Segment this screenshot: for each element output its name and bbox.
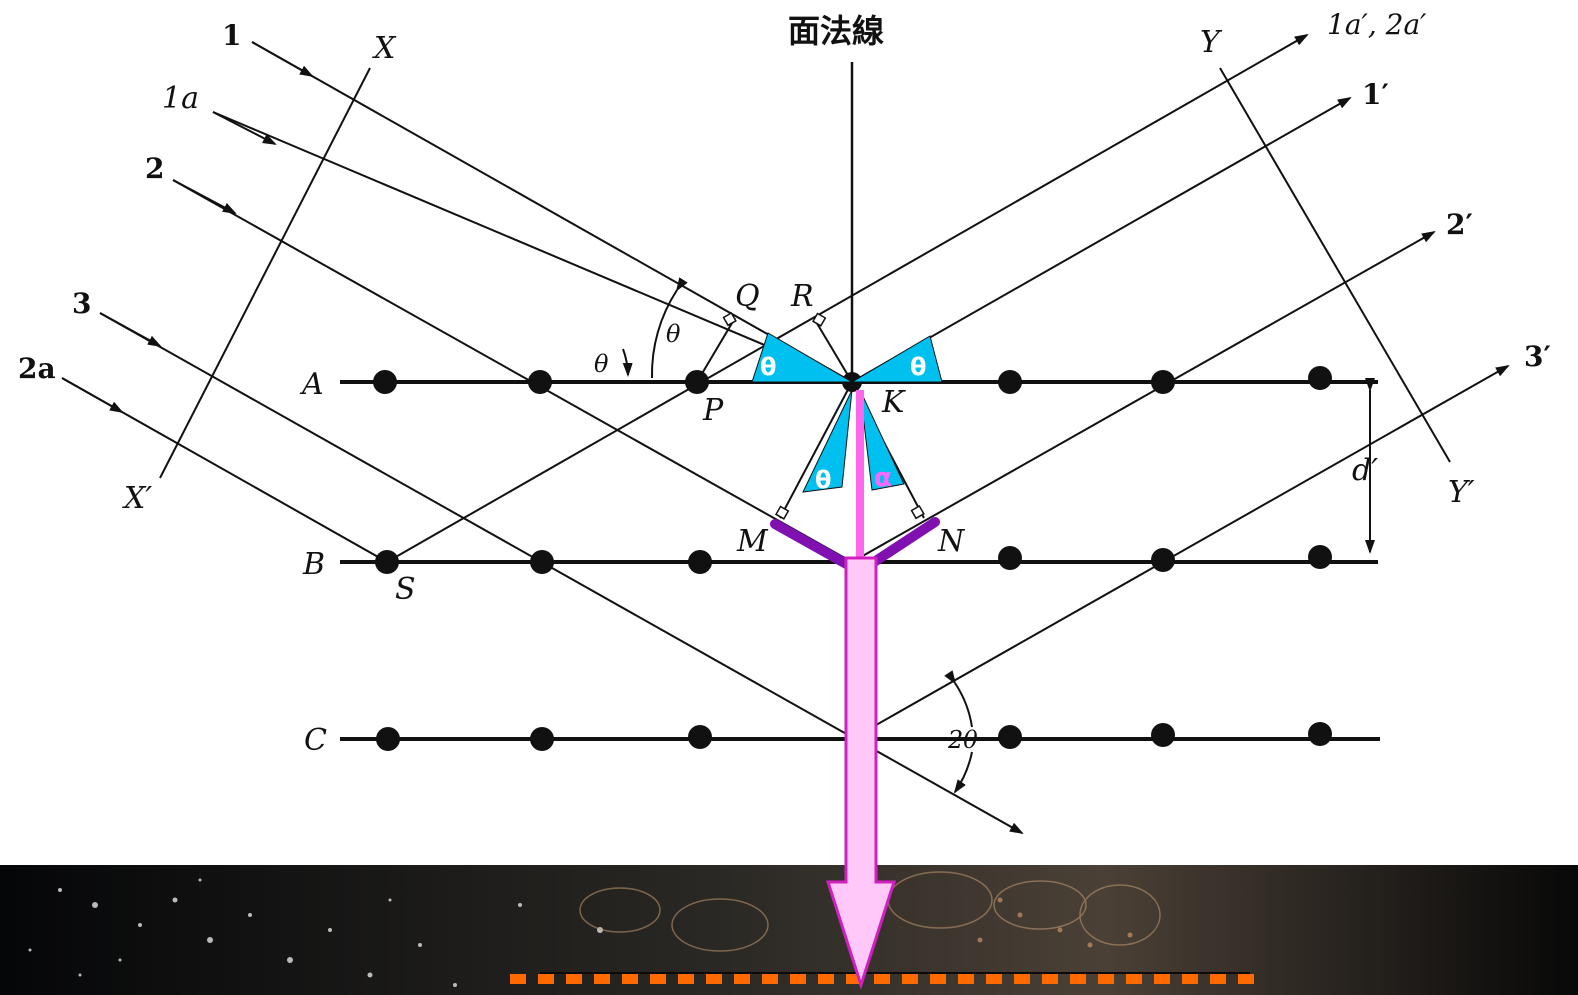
wedge-label-theta-right: θ: [910, 353, 927, 381]
wavefront-label-x: X: [372, 31, 397, 66]
wavefront-x: [159, 67, 371, 479]
row-label-c: C: [304, 723, 327, 758]
ray-label-1a-2a-prime: 1a′, 2a′: [1327, 8, 1427, 41]
atom: [1151, 723, 1175, 747]
atom: [1308, 366, 1332, 390]
wavefront-y: [1219, 67, 1451, 463]
atom: [998, 725, 1022, 749]
wavefront-label-y-prime: Y′: [1448, 475, 1475, 510]
big-down-arrow: [825, 556, 897, 990]
row-label-a: A: [299, 367, 324, 402]
ray-2-prime: [851, 231, 1436, 563]
atom: [998, 546, 1022, 570]
space-background-image: [0, 865, 1578, 995]
atom: [376, 727, 400, 751]
wavefronts: [159, 67, 1451, 479]
theta-wedge-right: [850, 335, 943, 383]
atom: [1308, 545, 1332, 569]
angle-arcs: [622, 277, 973, 794]
row-label-b: B: [302, 547, 325, 582]
reflected-rays: [386, 34, 1510, 738]
atom: [1308, 722, 1332, 746]
theta-wedge-left: [751, 332, 854, 383]
ray-1-prime: [851, 97, 1352, 383]
ray-1a: [212, 111, 853, 383]
atom: [1151, 548, 1175, 572]
theta-wedge-lower-left: [802, 389, 853, 493]
ray-label-3-prime: 3′: [1524, 340, 1551, 373]
ray-2: [172, 179, 853, 563]
surface-normal-label: 面法線: [788, 12, 884, 50]
wavefront-label-x-prime: X′: [122, 481, 152, 516]
theta-wedge-lower-right: [859, 389, 905, 491]
atom: [373, 370, 397, 394]
point-label-m: M: [736, 524, 769, 559]
ray-3-prime: [854, 365, 1510, 738]
ray-label-1-prime: 1′: [1362, 78, 1389, 111]
atom: [998, 370, 1022, 394]
point-label-p: P: [702, 393, 724, 428]
ray-label-2a: 2a: [18, 352, 56, 385]
point-label-q: Q: [735, 279, 760, 314]
angle-label-two-theta: 2θ: [947, 726, 978, 754]
right-angle-marks: [722, 312, 925, 520]
point-label-r: R: [790, 279, 814, 314]
ray-label-3: 3: [72, 287, 91, 320]
atom: [528, 370, 552, 394]
atom: [688, 550, 712, 574]
angle-label-theta-outer: θ: [666, 320, 681, 348]
ray-label-2: 2: [145, 152, 164, 185]
atom: [530, 727, 554, 751]
point-label-s: S: [395, 572, 416, 607]
ray-1a-2a-prime: [386, 34, 1309, 563]
ray-label-1a: 1a: [162, 81, 199, 116]
ray-1: [251, 41, 853, 383]
angle-label-theta-inner: θ: [594, 350, 609, 378]
wedge-label-theta-left: θ: [760, 353, 777, 381]
atom: [688, 725, 712, 749]
path-difference-bracket: [770, 517, 940, 571]
ray-label-1: 1: [222, 19, 241, 52]
wavefront-label-y: Y: [1200, 25, 1223, 60]
wedge-label-theta-lower: θ: [815, 466, 832, 494]
point-label-n: N: [937, 524, 966, 559]
theta-wedges: [751, 332, 943, 493]
point-label-k: K: [881, 385, 906, 420]
wedge-label-alpha: α: [874, 463, 892, 493]
spacing-label: d′: [1352, 453, 1378, 488]
ray-label-2-prime: 2′: [1446, 208, 1473, 241]
